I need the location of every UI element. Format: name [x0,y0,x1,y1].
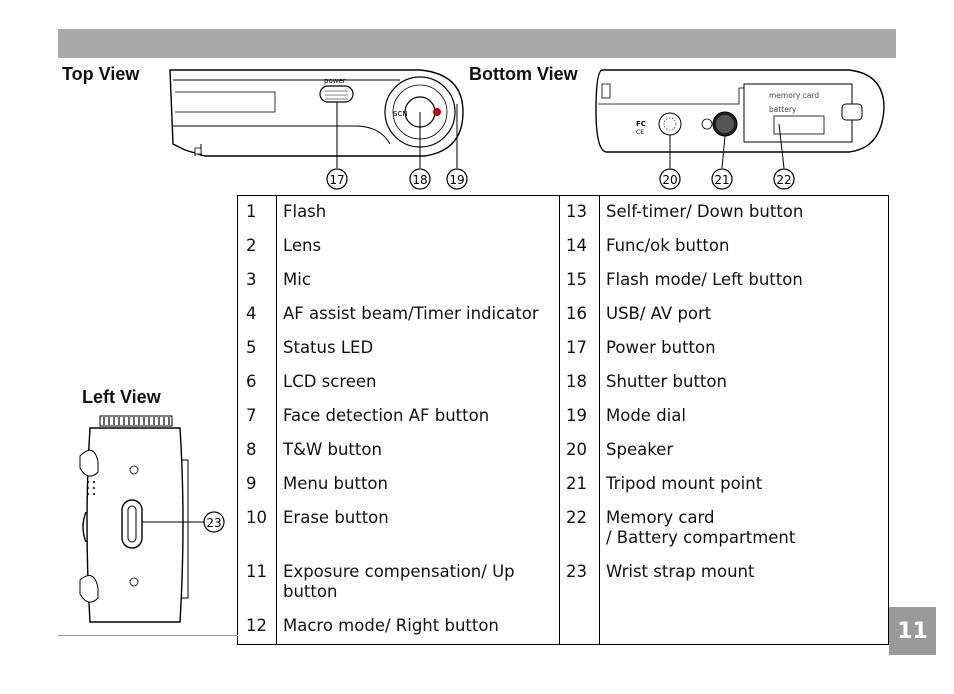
part-number: 19 [559,400,600,434]
svg-text:CE: CE [636,129,644,136]
part-label: Tripod mount point [599,468,889,502]
part-number: 7 [237,400,277,434]
part-label: AF assist beam/Timer indicator [276,298,560,332]
bottom-view-camera-illustration: memory card battery FC CE 20 21 22 [595,69,885,190]
part-number: 17 [559,332,600,366]
table-row: 4 AF assist beam/Timer indicator 16 USB/… [237,298,889,332]
svg-text:17: 17 [329,173,344,187]
part-number: 10 [237,502,277,556]
part-label: Flash [276,195,560,230]
table-row: 9 Menu button 21 Tripod mount point [237,468,889,502]
table-row: 7 Face detection AF button 19 Mode dial [237,400,889,434]
part-label: Wrist strap mount [599,556,889,610]
part-number: 20 [559,434,600,468]
part-number: 6 [237,366,277,400]
part-number: 1 [237,195,277,230]
part-number: 21 [559,468,600,502]
part-number: 4 [237,298,277,332]
header-bar [58,29,896,58]
part-label: Status LED [276,332,560,366]
part-number: 15 [559,264,600,298]
power-text: power [324,77,346,85]
part-label: Lens [276,230,560,264]
svg-text:19: 19 [449,173,464,187]
dial-text: SCN [393,110,408,118]
top-view-label: Top View [62,64,140,84]
callout-21: 21 [711,168,733,190]
part-label: Mode dial [599,400,889,434]
part-number: 16 [559,298,600,332]
part-label: USB/ AV port [599,298,889,332]
bottom-rule [58,635,238,636]
table-row: 11 Exposure compensation/ Up button 23 W… [237,556,889,610]
table-row: 6 LCD screen 18 Shutter button [237,366,889,400]
table-row: 2 Lens 14 Func/ok button [237,230,889,264]
part-label: Macro mode/ Right button [276,610,560,645]
left-view-label: Left View [82,387,161,407]
svg-text:18: 18 [412,173,427,187]
svg-text:20: 20 [662,173,677,187]
callout-17: 17 [326,168,348,190]
part-number [559,610,600,645]
part-label: Self-timer/ Down button [599,195,889,230]
callout-22: 22 [773,168,795,190]
part-number: 5 [237,332,277,366]
part-number: 8 [237,434,277,468]
table-row: 1 Flash 13 Self-timer/ Down button [237,195,889,230]
part-label: Mic [276,264,560,298]
callout-19: 19 [446,168,468,190]
part-number: 11 [237,556,277,610]
table-row: 5 Status LED 17 Power button [237,332,889,366]
callout-20: 20 [659,168,681,190]
left-view-camera-illustration: 23 [79,415,225,623]
svg-text:21: 21 [714,173,729,187]
page-number: 11 [889,607,936,655]
part-number: 12 [237,610,277,645]
table-row: 8 T&W button 20 Speaker [237,434,889,468]
part-label: Face detection AF button [276,400,560,434]
top-view-camera-illustration: power SCN 17 18 19 [169,69,468,190]
part-number: 23 [559,556,600,610]
bottom-view-label: Bottom View [469,64,578,84]
part-number: 2 [237,230,277,264]
svg-text:FC: FC [636,120,646,128]
part-number: 13 [559,195,600,230]
part-label: T&W button [276,434,560,468]
svg-text:22: 22 [776,173,791,187]
part-label: Shutter button [599,366,889,400]
part-number: 14 [559,230,600,264]
callout-18: 18 [409,168,431,190]
part-label: Speaker [599,434,889,468]
table-row: 10 Erase button 22 Memory card / Battery… [237,502,889,556]
part-label: Func/ok button [599,230,889,264]
battery-text: battery [769,105,797,114]
part-number: 3 [237,264,277,298]
part-label: Menu button [276,468,560,502]
table-row: 12 Macro mode/ Right button [237,610,889,645]
parts-table: 1 Flash 13 Self-timer/ Down button 2 Len… [237,195,889,645]
callout-23: 23 [203,511,225,533]
part-label: Exposure compensation/ Up button [276,556,560,610]
table-row: 3 Mic 15 Flash mode/ Left button [237,264,889,298]
svg-text:23: 23 [206,516,221,530]
part-label: Erase button [276,502,560,556]
part-number: 18 [559,366,600,400]
memory-card-text: memory card [769,91,819,100]
part-label: Memory card / Battery compartment [599,502,889,556]
part-number: 22 [559,502,600,556]
part-number: 9 [237,468,277,502]
part-label: Power button [599,332,889,366]
part-label: LCD screen [276,366,560,400]
part-label: Flash mode/ Left button [599,264,889,298]
part-label [599,610,889,645]
